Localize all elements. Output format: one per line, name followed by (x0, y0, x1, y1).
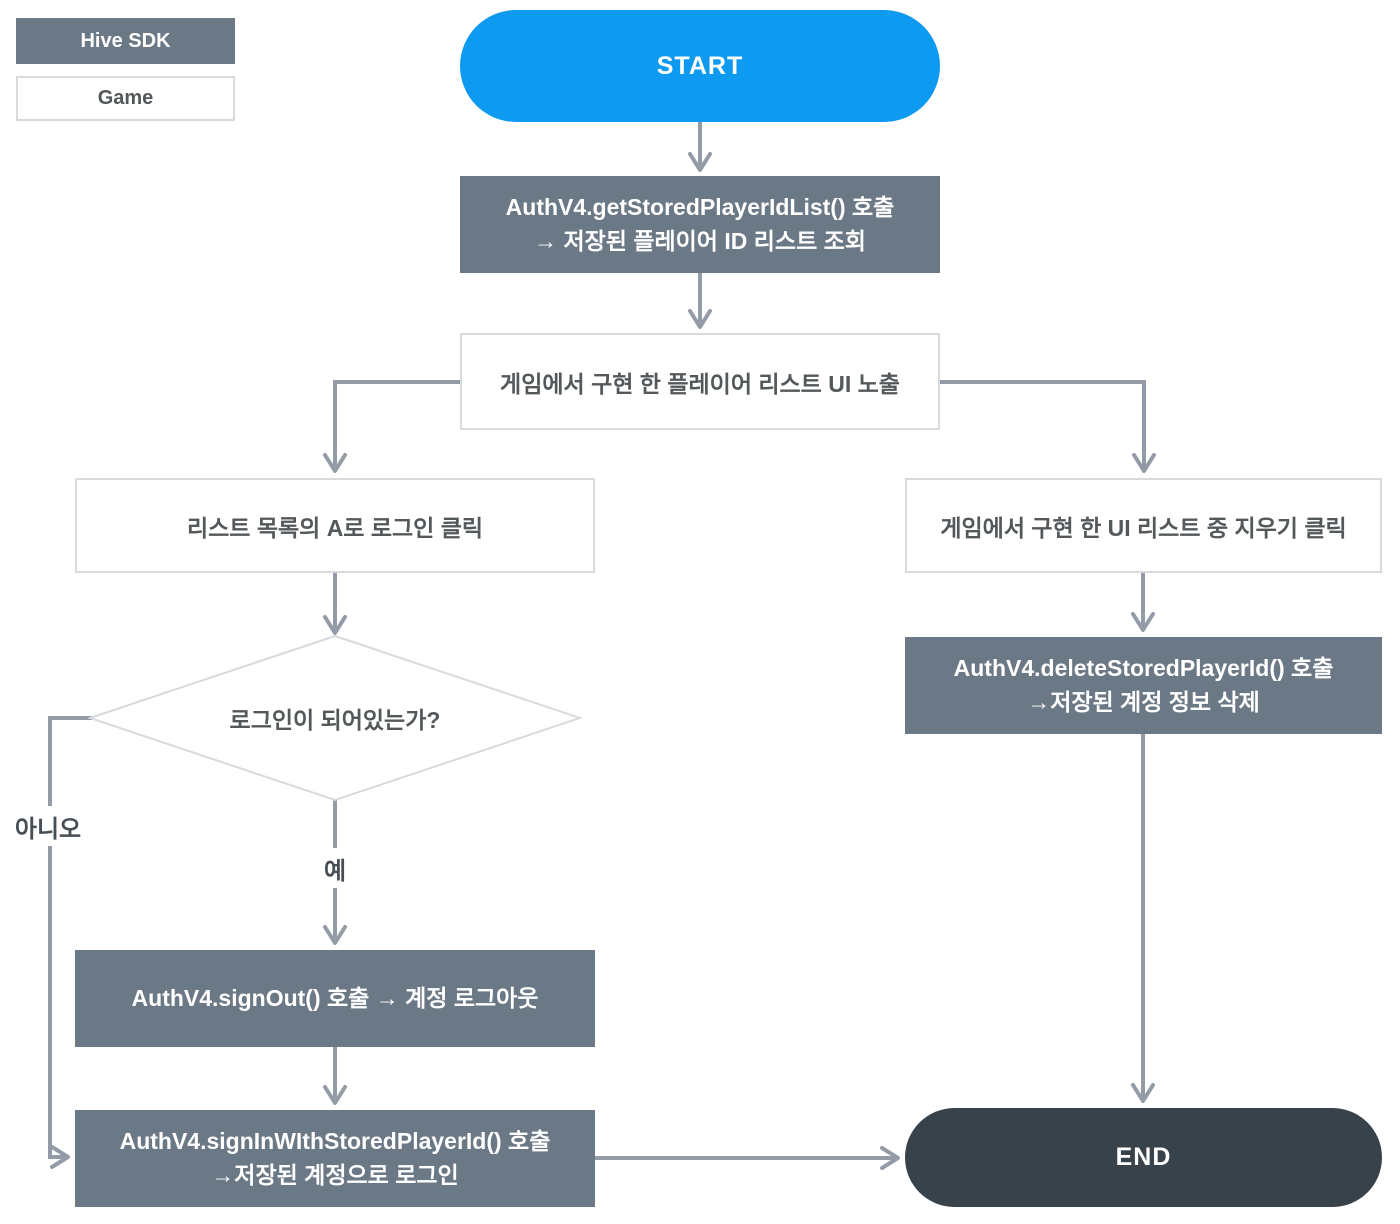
sign-in-stored-line1: AuthV4.signInWIthStoredPlayerId() 호출 (119, 1128, 551, 1155)
delete-stored-line2: →저장된 계정 정보 삭제 (1027, 688, 1260, 715)
login-decision-text: 로그인이 되어있는가? (229, 707, 441, 733)
login-decision-diamond (86, 634, 584, 802)
sign-out-label: AuthV4.signOut() 호출 → 계정 로그아웃 (131, 984, 539, 1011)
connector-decision-no-to-signin (48, 716, 92, 1169)
sign-in-stored-step: AuthV4.signInWIthStoredPlayerId() 호출 →저장… (75, 1110, 595, 1207)
start-label: START (656, 51, 744, 80)
player-list-ui-label: 게임에서 구현 한 플레이어 리스트 UI 노출 (500, 370, 900, 397)
delete-click-label: 게임에서 구현 한 UI 리스트 중 지우기 클릭 (940, 514, 1347, 541)
get-stored-player-id-list-line1: AuthV4.getStoredPlayerIdList() 호출 (505, 194, 895, 221)
legend-game-label: Game (97, 87, 154, 109)
legend-game: Game (16, 76, 235, 121)
login-click-step: 리스트 목록의 A로 로그인 클릭 (75, 478, 595, 573)
legend-hive-sdk: Hive SDK (16, 18, 235, 64)
start-node: START (460, 10, 940, 122)
login-click-label: 리스트 목록의 A로 로그인 클릭 (186, 514, 484, 541)
end-node: END (905, 1108, 1382, 1207)
delete-click-step: 게임에서 구현 한 UI 리스트 중 지우기 클릭 (905, 478, 1382, 573)
player-list-ui-step: 게임에서 구현 한 플레이어 리스트 UI 노출 (460, 333, 940, 430)
sign-out-step: AuthV4.signOut() 호출 → 계정 로그아웃 (75, 950, 595, 1047)
yes-edge-label: 예 (311, 848, 359, 888)
no-edge-label: 아니오 (4, 806, 92, 846)
delete-stored-step: AuthV4.deleteStoredPlayerId() 호출 →저장된 계정… (905, 637, 1382, 734)
get-stored-player-id-list-line2: → 저장된 플레이어 ID 리스트 조회 (534, 227, 866, 254)
end-label: END (1115, 1143, 1172, 1171)
get-stored-player-id-list-step: AuthV4.getStoredPlayerIdList() 호출 → 저장된 … (460, 176, 940, 273)
legend-hive-sdk-label: Hive SDK (80, 29, 171, 52)
connector-uiexpose-to-deleteclick (940, 380, 1156, 473)
sign-in-stored-line2: →저장된 계정으로 로그인 (211, 1161, 459, 1188)
delete-stored-line1: AuthV4.deleteStoredPlayerId() 호출 (953, 655, 1334, 682)
connector-uiexpose-to-loginclick (323, 380, 460, 473)
